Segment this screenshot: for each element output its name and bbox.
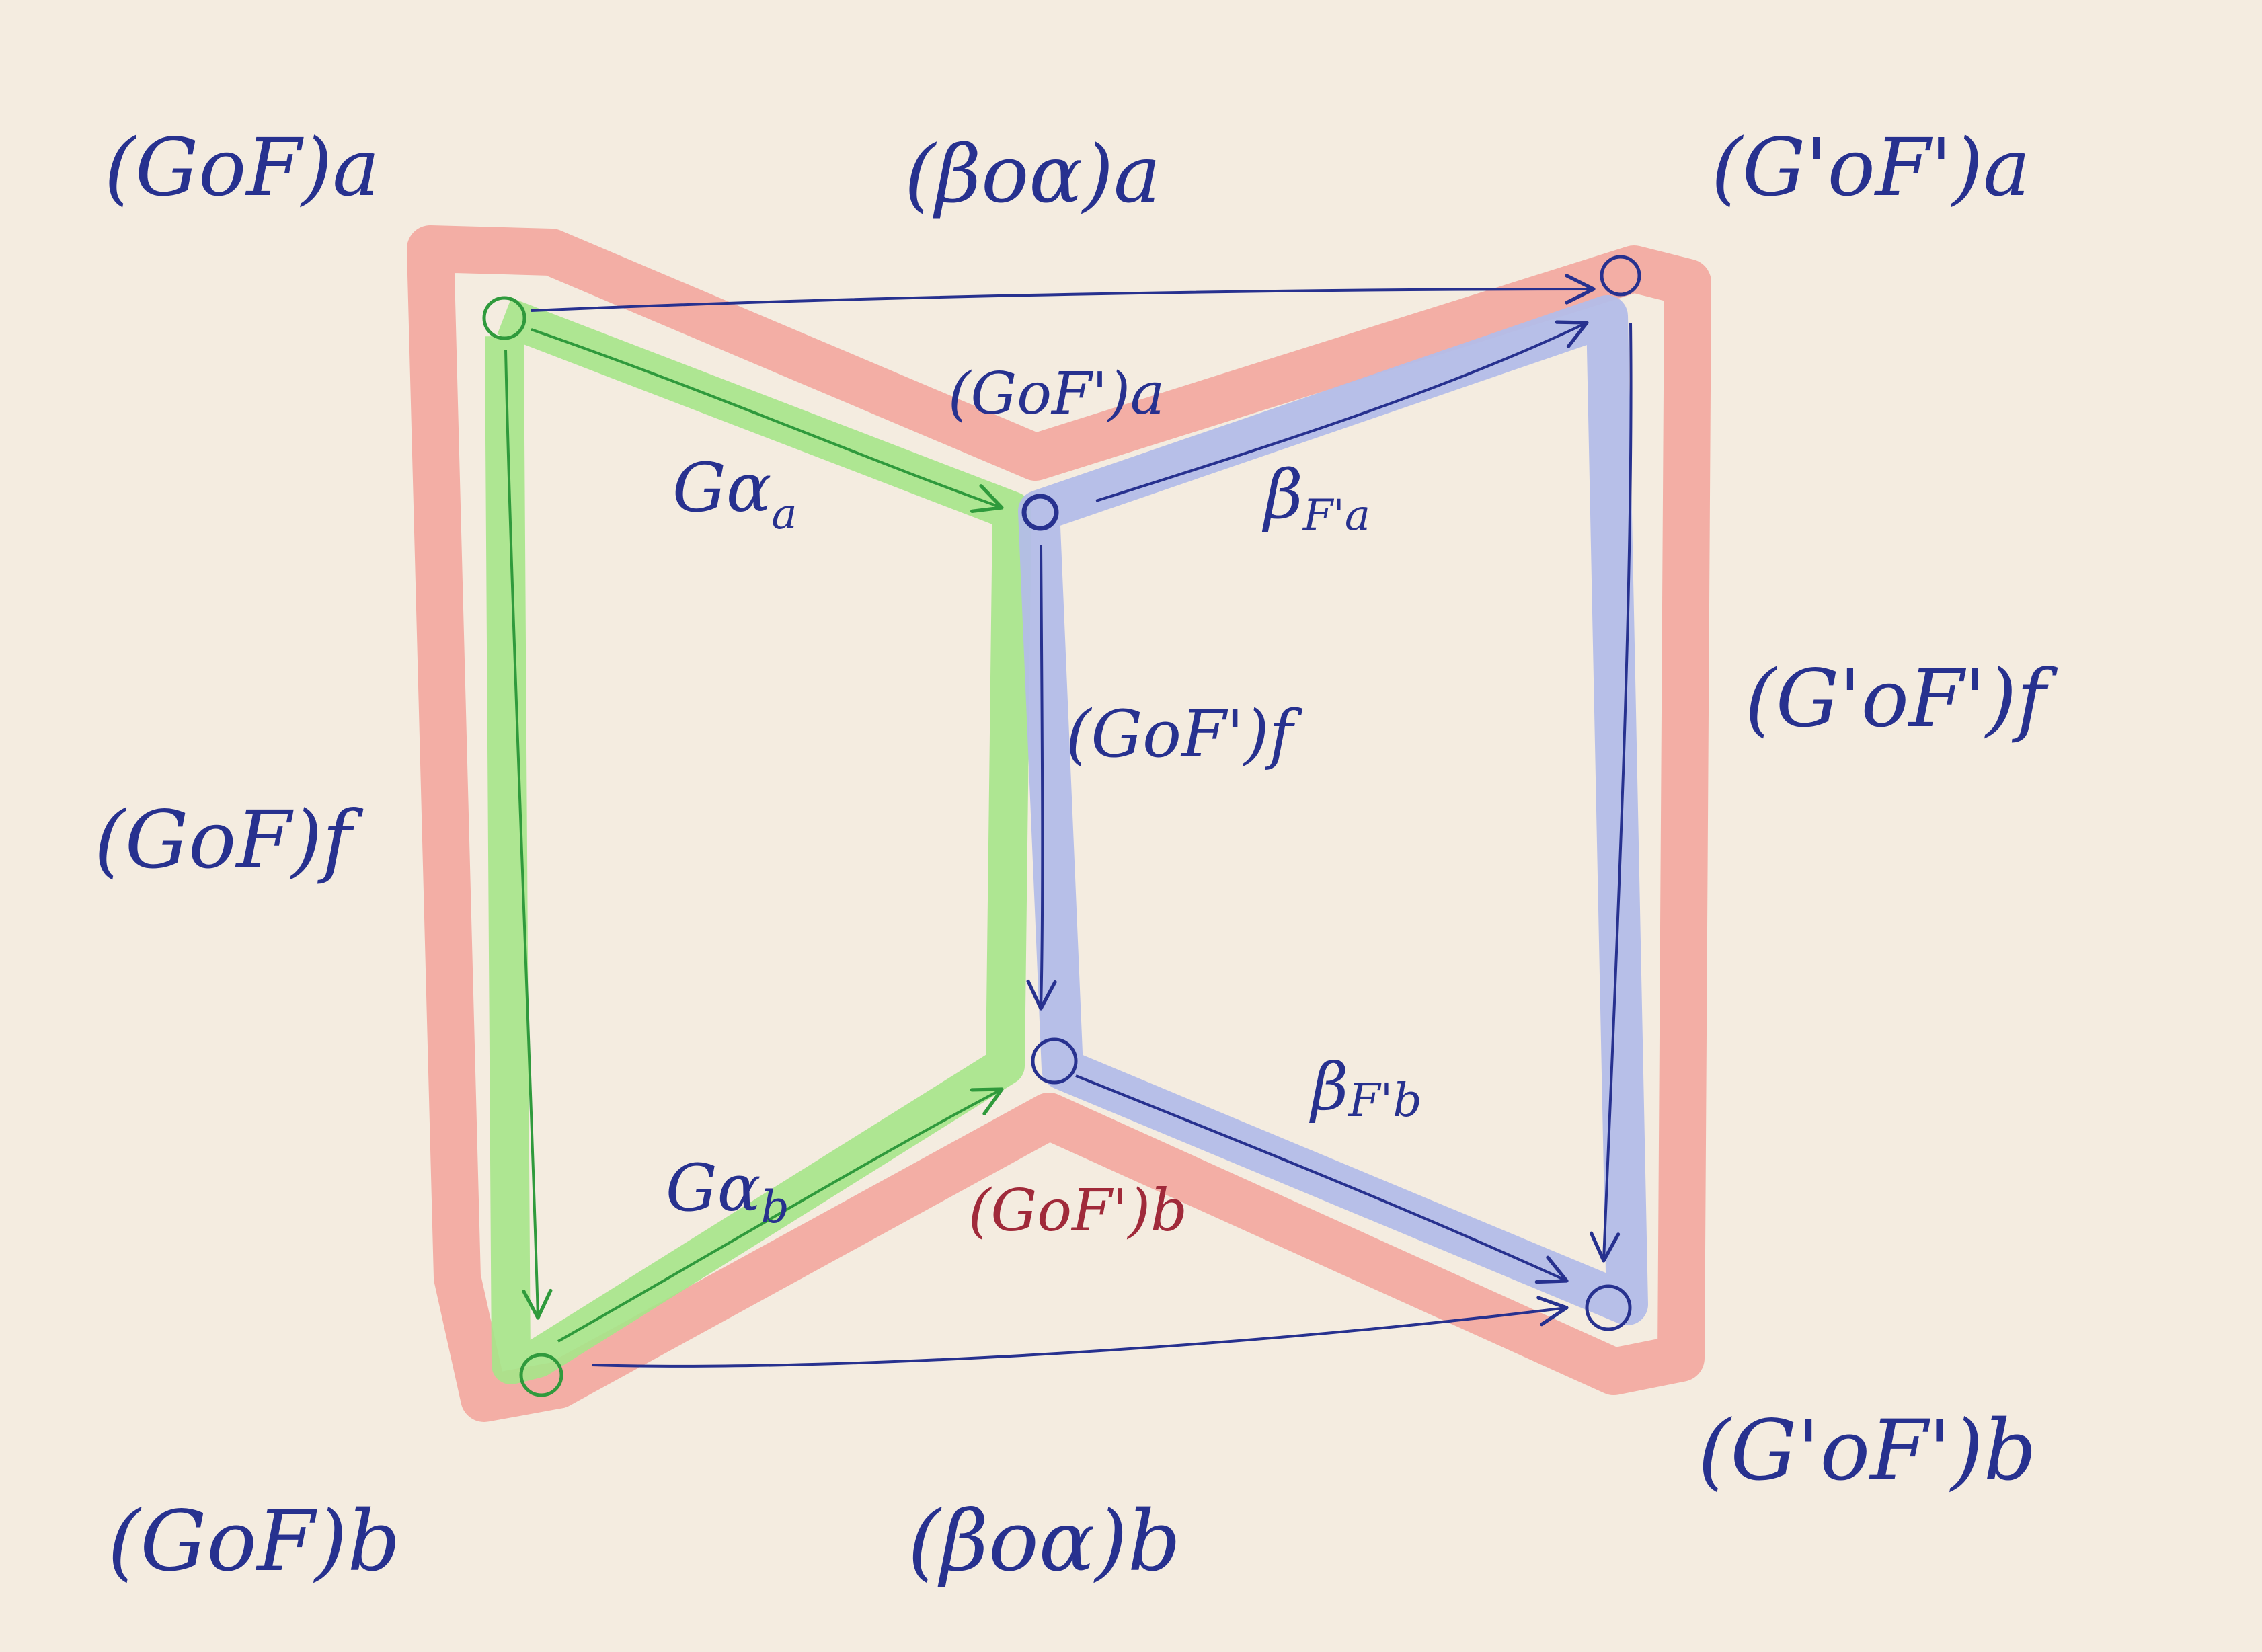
arrow-g-alpha-b (557, 1087, 1004, 1343)
node-gof-prime-b (1031, 1037, 1078, 1085)
label-gof-prime-b: (GoF')b (968, 1177, 1187, 1245)
label-beta-fprime-b: βF'b (1309, 1050, 1422, 1128)
label-gof-f: (GoF)f (94, 793, 364, 886)
red-highlight-band (407, 225, 1711, 1422)
arrow-beta-fprime-b (1075, 1074, 1569, 1284)
label-gprime-fprime-b: (G'oF')b (1698, 1403, 2037, 1499)
node-gprime-fprime-b (1585, 1284, 1632, 1331)
arrow-gprime-fprime-f (1590, 322, 1633, 1263)
node-gof-a (482, 296, 526, 340)
arrow-beta-alpha-b (591, 1296, 1569, 1368)
label-gof-b: (GoF)b (108, 1493, 401, 1590)
label-g-alpha-a: Gαa (672, 448, 797, 539)
label-beta-fprime-a: βF'a (1261, 455, 1370, 541)
label-beta-alpha-b: (βoα)b (908, 1493, 1181, 1590)
label-gprime-fprime-a: (G'oF')a (1711, 121, 2030, 214)
label-g-alpha-b: Gαb (666, 1150, 789, 1233)
green-highlight-band (485, 297, 1031, 1384)
label-gof-a: (GoF)a (104, 121, 380, 214)
arrow-beta-fprime-a (1095, 320, 1589, 502)
label-beta-alpha-a: (βoα)a (904, 128, 1161, 221)
label-gof-prime-f: (GoF')f (1066, 697, 1302, 772)
blue-highlight-band (1018, 295, 1648, 1325)
arrow-gof-f (504, 349, 553, 1320)
node-gof-b (519, 1353, 563, 1397)
node-gof-prime-a (1021, 494, 1059, 531)
node-gprime-fprime-a (1600, 255, 1641, 297)
arrow-gof-prime-f (1026, 544, 1057, 1011)
label-gof-prime-a: (GoF')a (948, 360, 1165, 428)
arrow-beta-alpha-a (531, 274, 1596, 312)
label-gprime-fprime-f: (G'oF')f (1745, 652, 2058, 745)
arrow-g-alpha-a (531, 328, 1004, 513)
